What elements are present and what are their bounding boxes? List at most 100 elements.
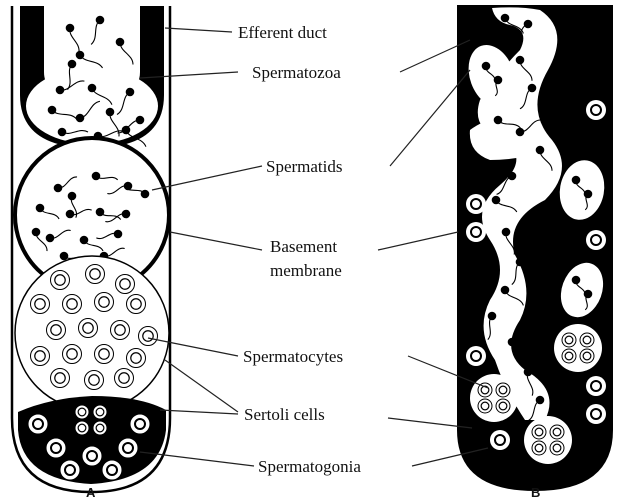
sperm-head: [516, 258, 525, 267]
spermatogonium-b: [586, 376, 606, 396]
spermatocyte-a: [63, 345, 82, 364]
spermatogonium-a: [118, 438, 138, 458]
spermatocyte-a: [51, 271, 70, 290]
sperm-head: [76, 114, 85, 123]
sperm-head: [106, 108, 115, 117]
spermatocyte-b: [496, 399, 510, 413]
spermatocyte-b: [478, 399, 492, 413]
sperm-head: [66, 210, 75, 219]
spermatocyte-a: [79, 319, 98, 338]
spermatocyte-cluster-b: [524, 416, 572, 464]
leader-sertoli-a1: [165, 360, 238, 412]
sperm-head: [501, 14, 510, 23]
sperm-head: [501, 286, 510, 295]
sperm-head: [494, 76, 503, 85]
sperm-head: [54, 184, 63, 193]
sperm-head: [96, 16, 105, 25]
spermatogonium-b: [490, 430, 510, 450]
tubule-a: [12, 6, 170, 492]
spermatocytes-cell-a: [15, 256, 169, 410]
spermatocyte-b: [580, 349, 594, 363]
sperm-head: [584, 190, 593, 199]
spermatocyte-a: [47, 321, 66, 340]
sperm-head: [88, 84, 97, 93]
spermatogonium-b: [466, 346, 486, 366]
spermatocyte-a: [31, 347, 50, 366]
spermatocyte-b: [496, 383, 510, 397]
spermatogonium-a: [102, 460, 122, 480]
spermatocyte-a: [63, 295, 82, 314]
sperm-head: [482, 62, 491, 71]
spermatogonium-a: [46, 438, 66, 458]
sertoli-base-a: [18, 396, 166, 484]
spermatocyte-cluster-b: [470, 374, 518, 422]
spermatogonium-b: [586, 230, 606, 250]
sperm-head: [508, 338, 517, 347]
sperm-head: [68, 192, 77, 201]
efferent-duct-a: [20, 6, 164, 148]
spermatocyte-a: [95, 345, 114, 364]
label-spermatogonia: Spermatogonia: [258, 457, 361, 476]
spermatogonium-a: [60, 460, 80, 480]
panel-label-a: A: [86, 485, 96, 500]
label-efferent-duct: Efferent duct: [238, 23, 327, 42]
sperm-head: [508, 172, 517, 181]
panel-label-b: B: [531, 485, 540, 500]
leader-sertoli-a2: [160, 410, 238, 414]
sperm-head: [36, 204, 45, 213]
cluster-body: [470, 374, 518, 422]
spermatogonium-b: [466, 194, 486, 214]
spermatocyte-b: [550, 425, 564, 439]
sperm-head: [516, 56, 525, 65]
sperm-head: [572, 176, 581, 185]
sperm-head: [80, 236, 89, 245]
sperm-head: [60, 252, 69, 261]
spermatogonium-a: [82, 446, 102, 466]
sperm-head: [524, 20, 533, 29]
spermatocyte-a: [86, 265, 105, 284]
sperm-head: [536, 396, 545, 405]
label-basement: Basement: [270, 237, 337, 256]
spermatocyte-b: [532, 425, 546, 439]
spermatocyte-a: [111, 321, 130, 340]
spermatocyte-b: [532, 441, 546, 455]
sperm-head: [141, 190, 150, 199]
sperm-head: [32, 228, 41, 237]
sertoli-cell: [93, 421, 107, 435]
sperm-head: [56, 86, 65, 95]
sperm-head: [492, 196, 501, 205]
sperm-head: [488, 312, 497, 321]
spermatocyte-b: [562, 349, 576, 363]
cluster-body: [554, 324, 602, 372]
spermatocyte-b: [580, 333, 594, 347]
sperm-head: [136, 116, 145, 125]
sperm-head: [92, 172, 101, 181]
sperm-head: [528, 84, 537, 93]
spermatocyte-a: [116, 275, 135, 294]
label-spermatids: Spermatids: [266, 157, 343, 176]
spermatocyte-b: [562, 333, 576, 347]
spermatogonium-b: [586, 100, 606, 120]
sperm-head: [494, 116, 503, 125]
sperm-head: [126, 88, 135, 97]
label-sertoli-cells: Sertoli cells: [244, 405, 325, 424]
spermatocyte-a: [85, 371, 104, 390]
spermatocyte-a: [127, 295, 146, 314]
sertoli-cell: [75, 405, 89, 419]
leader-efferent-duct: [165, 28, 232, 32]
sperm-head: [536, 146, 545, 155]
spermatocyte-a: [51, 369, 70, 388]
sperm-head: [114, 230, 123, 239]
spermatocyte-a: [127, 349, 146, 368]
sperm-head: [122, 210, 131, 219]
label-spermatocytes: Spermatocytes: [243, 347, 343, 366]
spermatocyte-b: [550, 441, 564, 455]
sperm-head: [516, 128, 525, 137]
label-membrane: membrane: [270, 261, 342, 280]
spermatogonium-a: [28, 414, 48, 434]
label-spermatozoa: Spermatozoa: [252, 63, 341, 82]
spermatocyte-a: [31, 295, 50, 314]
leader-basement-a: [170, 232, 262, 250]
